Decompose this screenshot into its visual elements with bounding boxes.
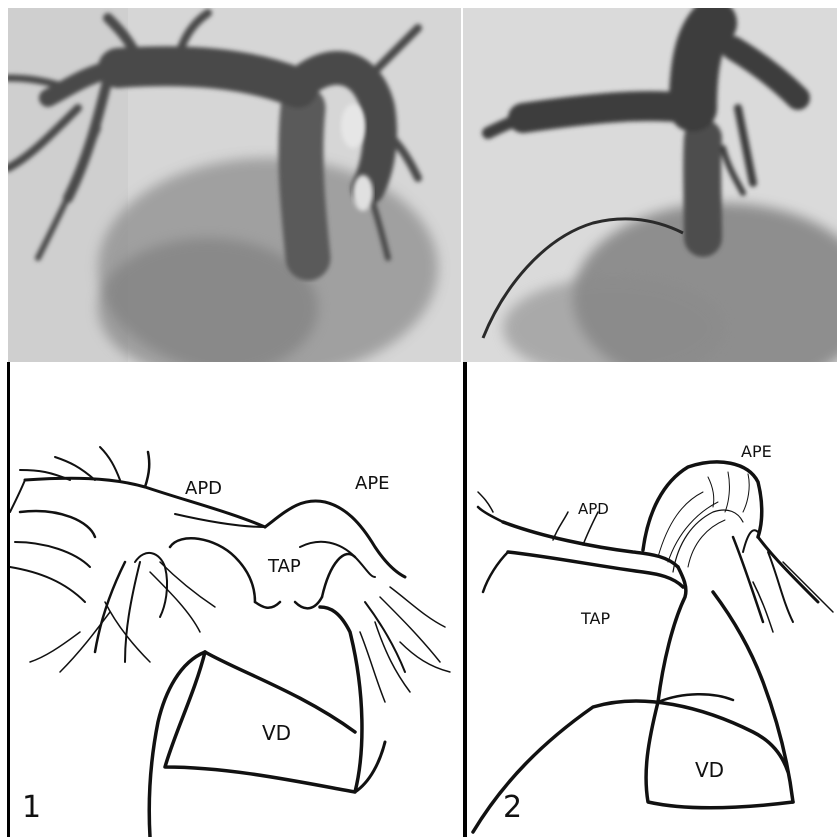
label-tap-1: TAP	[267, 556, 301, 577]
label-ape-2: APE	[741, 442, 772, 461]
label-vd-1: VD	[262, 721, 291, 745]
diagram-1-graphic: APD APE TAP VD 1	[0, 362, 463, 837]
label-ape-1: APE	[355, 473, 390, 494]
diagram-figure-2: APD APE TAP VD 2	[463, 362, 837, 837]
figure-number-1: 1	[22, 790, 41, 825]
angiogram-image-2	[463, 8, 837, 362]
angiogram-image-1	[8, 8, 461, 362]
angiogram-2-graphic	[463, 8, 837, 362]
label-apd-2: APD	[578, 500, 609, 518]
left-border-line	[7, 362, 10, 837]
label-apd-1: APD	[185, 478, 222, 499]
diagram-figure-1: APD APE TAP VD 1	[0, 362, 463, 837]
figure-number-2: 2	[503, 790, 522, 825]
diagram-2-graphic: APD APE TAP VD 2	[463, 362, 837, 837]
angiogram-1-graphic	[8, 8, 461, 362]
label-vd-2: VD	[695, 758, 724, 782]
center-divider-line	[463, 362, 467, 837]
label-tap-2: TAP	[580, 609, 610, 628]
